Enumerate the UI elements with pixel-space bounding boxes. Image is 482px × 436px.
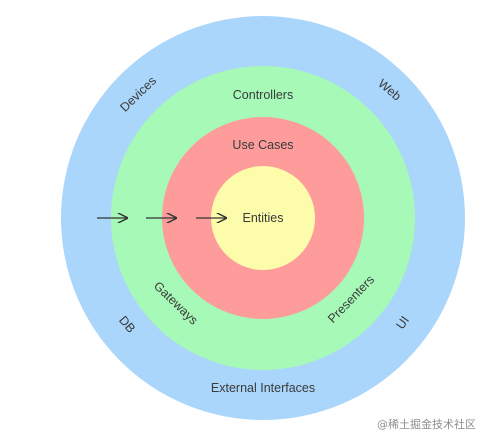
- label-use-cases: Use Cases: [232, 138, 293, 152]
- label-controllers: Controllers: [233, 88, 293, 102]
- label-external-interfaces: External Interfaces: [211, 381, 315, 395]
- watermark-text: @稀土掘金技术社区: [377, 417, 476, 431]
- entities-core: [211, 166, 315, 270]
- label-entities: Entities: [243, 211, 284, 225]
